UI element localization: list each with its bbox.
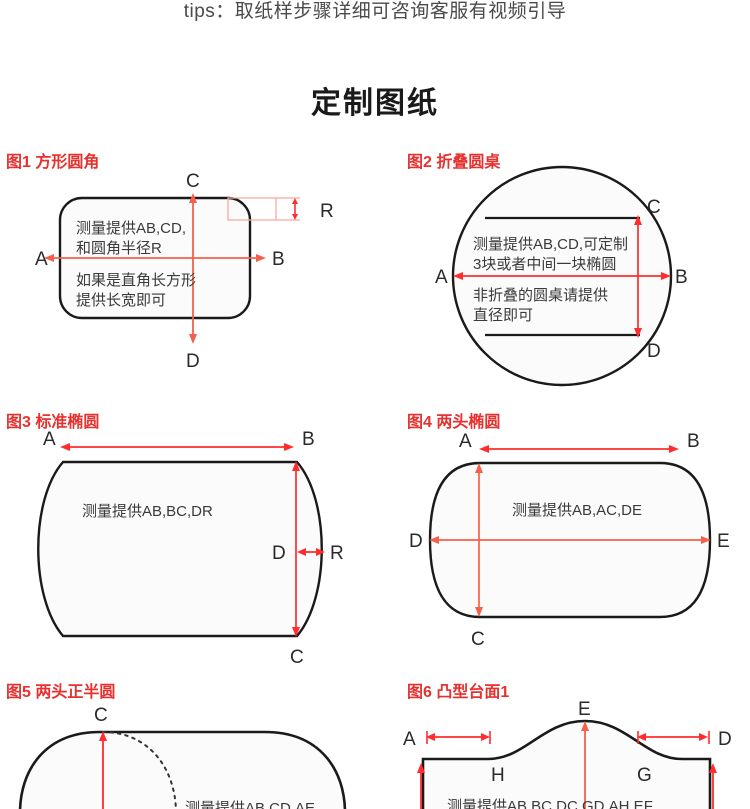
tips-banner: tips：取纸样步骤详细可咨询客服有视频引导 — [183, 1, 567, 22]
fig2-label-c: C — [647, 197, 661, 218]
figure-drawing-fig2: A B C D 测量提供AB,CD,可定制 3块或者中间一块椭圆 非折叠的圆桌请… — [435, 165, 688, 387]
page-title: 定制图纸 — [311, 87, 439, 120]
fig2-body-line-4: 直径即可 — [473, 307, 533, 324]
figure-drawing-fig6: A D E H G 测量提供AB,BC,DC,GD,AH,EF — [403, 699, 732, 809]
fig1-label-r: R — [320, 201, 334, 222]
figure-title-fig6: 图6 凸型台面1 — [407, 684, 510, 701]
fig4-label-a: A — [459, 431, 472, 452]
fig6-label-g: G — [637, 765, 652, 786]
fig4-label-e: E — [717, 531, 730, 552]
fig6-shape — [421, 719, 712, 809]
figure-fig3: 图3 标准椭圆 A B C D R 测量提供AB,BC,DR — [0, 405, 375, 675]
fig5-label-c: C — [94, 705, 108, 726]
fig3-label-c: C — [290, 647, 304, 668]
fig1-body-line-1: 测量提供AB,CD, — [76, 220, 186, 237]
fig1-body-line-3: 如果是直角长方形 — [76, 272, 196, 289]
figure-drawing-fig5: C 测量提供AB,CD,AE — [18, 705, 347, 809]
fig1-label-c: C — [186, 171, 200, 192]
fig1-label-d: D — [186, 351, 200, 372]
figure-fig2: 图2 折叠圆桌 A B C D 测量提供AB,CD,可定制 3块或者中间一块椭圆… — [375, 145, 750, 405]
fig6-body-line-1: 测量提供AB,BC,DC,GD,AH,EF — [447, 798, 653, 809]
figure-fig6: 图6 凸型台面1 A D E H G 测量提供AB,BC,DC,GD,AH,EF — [375, 675, 750, 809]
figure-fig1: 图1 方形圆角 A B C D R 测量提供AB,CD, 和 — [0, 145, 375, 395]
fig2-body-line-3: 非折叠的圆桌请提供 — [473, 287, 608, 304]
fig1-label-a: A — [35, 249, 48, 270]
figure-fig4: 图4 两头椭圆 A B C D E 测量提供AB,AC,DE — [375, 405, 750, 675]
figure-title-fig5: 图5 两头正半圆 — [6, 684, 116, 701]
fig6-label-h: H — [491, 765, 505, 786]
fig4-body-line-1: 测量提供AB,AC,DE — [512, 502, 642, 519]
fig4-label-d: D — [409, 531, 423, 552]
figure-fig5: 图5 两头正半圆 C 测量提供AB,CD,AE — [0, 675, 375, 809]
fig2-label-a: A — [435, 267, 448, 288]
fig1-body-line-2: 和圆角半径R — [76, 240, 162, 257]
fig3-label-a: A — [43, 429, 56, 450]
fig6-label-a: A — [403, 729, 416, 750]
fig6-label-e: E — [578, 699, 591, 720]
fig4-label-c: C — [471, 629, 485, 650]
figure-title-fig3: 图3 标准椭圆 — [6, 414, 100, 431]
figure-title-fig4: 图4 两头椭圆 — [407, 414, 501, 431]
fig5-body-line-1: 测量提供AB,CD,AE — [185, 800, 315, 809]
figure-title-fig2: 图2 折叠圆桌 — [407, 154, 501, 171]
fig6-label-d: D — [718, 729, 732, 750]
fig3-label-d: D — [272, 543, 286, 564]
fig3-label-b: B — [302, 429, 315, 450]
fig2-label-d: D — [647, 341, 661, 362]
fig5-dotted-arc — [102, 731, 177, 809]
figure-drawing-fig3: A B C D R 测量提供AB,BC,DR — [37, 429, 344, 668]
fig3-body-line-1: 测量提供AB,BC,DR — [82, 503, 213, 520]
fig3-label-r: R — [330, 543, 344, 564]
fig5-shape — [18, 730, 347, 809]
fig2-label-b: B — [675, 267, 688, 288]
fig2-body-line-2: 3块或者中间一块椭圆 — [473, 256, 616, 273]
fig1-body-line-4: 提供长宽即可 — [76, 292, 166, 309]
fig3-barrel-shape — [37, 460, 323, 638]
fig4-label-b: B — [687, 431, 700, 452]
figure-title-fig1: 图1 方形圆角 — [6, 154, 100, 171]
fig2-body-line-1: 测量提供AB,CD,可定制 — [473, 236, 628, 253]
figure-drawing-fig1: A B C D R 测量提供AB,CD, 和圆角半径R 如果是直角长方形 提供长… — [35, 171, 334, 372]
figure-drawing-fig4: A B C D E 测量提供AB,AC,DE — [409, 431, 730, 650]
fig1-label-b: B — [272, 249, 285, 270]
